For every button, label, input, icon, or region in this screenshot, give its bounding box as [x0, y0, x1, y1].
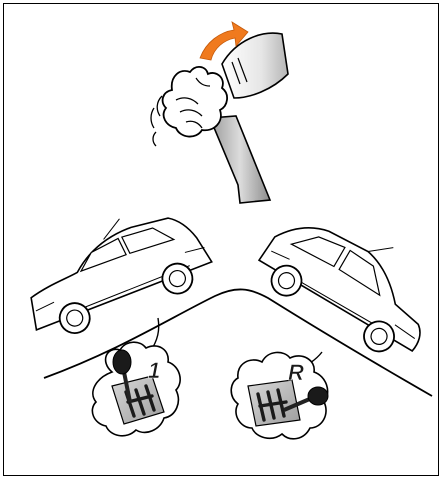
parking-brake-illustration — [151, 22, 288, 203]
motion-lines — [151, 96, 162, 146]
gear-label-first: 1 — [148, 358, 160, 383]
gear-bubble-first: 1 — [92, 318, 180, 436]
gear-knob-right — [308, 387, 328, 405]
gear-label-reverse: R — [288, 360, 304, 385]
gear-bubble-reverse: R — [231, 352, 328, 439]
car-facing-uphill — [10, 194, 218, 346]
brake-lever-shaft — [210, 116, 270, 203]
brake-lever-grip — [222, 33, 288, 98]
gear-knob-left — [113, 350, 131, 374]
car-facing-downhill — [249, 193, 444, 368]
